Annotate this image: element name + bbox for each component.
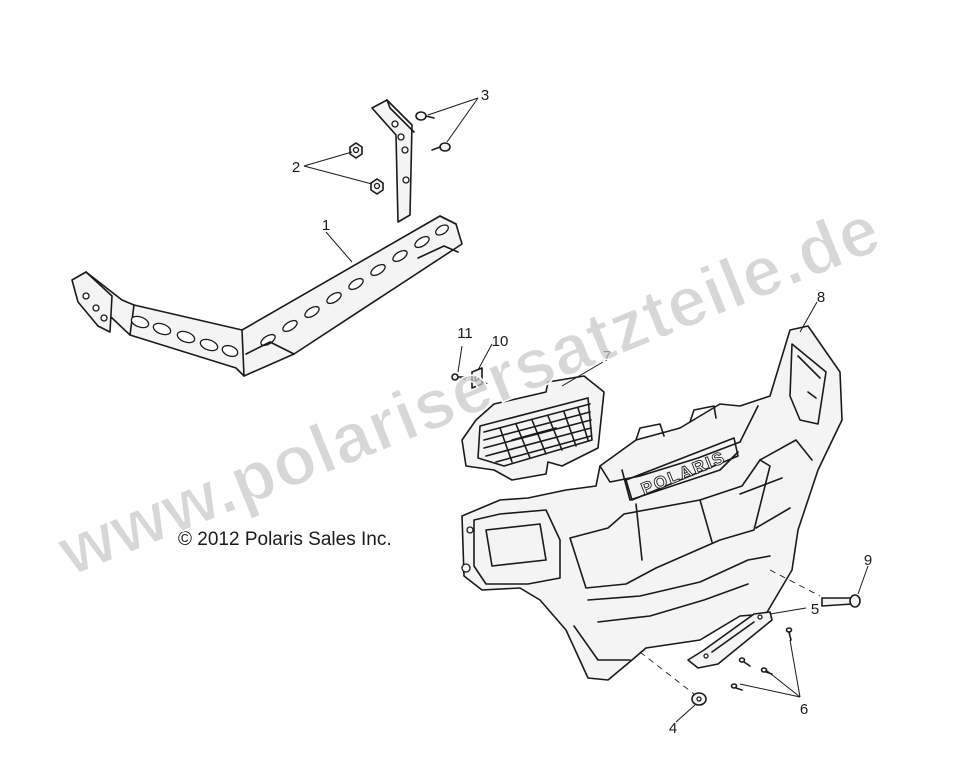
leader-lines xyxy=(303,97,869,723)
assembly-lines xyxy=(459,377,821,695)
screw-small xyxy=(451,373,467,381)
copyright-text: © 2012 Polaris Sales Inc. xyxy=(178,529,392,550)
bolt-lower xyxy=(691,692,707,706)
skid-plate xyxy=(687,611,773,669)
grille-mesh xyxy=(483,403,592,463)
mounting-pin xyxy=(821,594,861,608)
callout-2: 2 xyxy=(292,159,300,176)
callout-1: 1 xyxy=(322,217,330,234)
bolts-upper xyxy=(415,111,451,152)
callout-3: 3 xyxy=(481,87,489,104)
callout-11: 11 xyxy=(457,325,473,342)
grille xyxy=(461,375,605,481)
callout-5: 5 xyxy=(811,601,819,618)
callout-9: 9 xyxy=(864,552,872,569)
flange-nuts xyxy=(349,142,384,195)
callout-10: 10 xyxy=(492,333,509,350)
callout-4: 4 xyxy=(669,720,677,737)
callout-8: 8 xyxy=(817,289,825,306)
callout-7: 7 xyxy=(603,348,611,365)
brush-guard-bar xyxy=(71,99,463,377)
callout-6: 6 xyxy=(800,701,808,718)
callout-labels: 1 2 3 4 5 6 7 8 9 10 11 xyxy=(292,87,872,737)
front-bumper: POLARIS xyxy=(461,325,843,681)
